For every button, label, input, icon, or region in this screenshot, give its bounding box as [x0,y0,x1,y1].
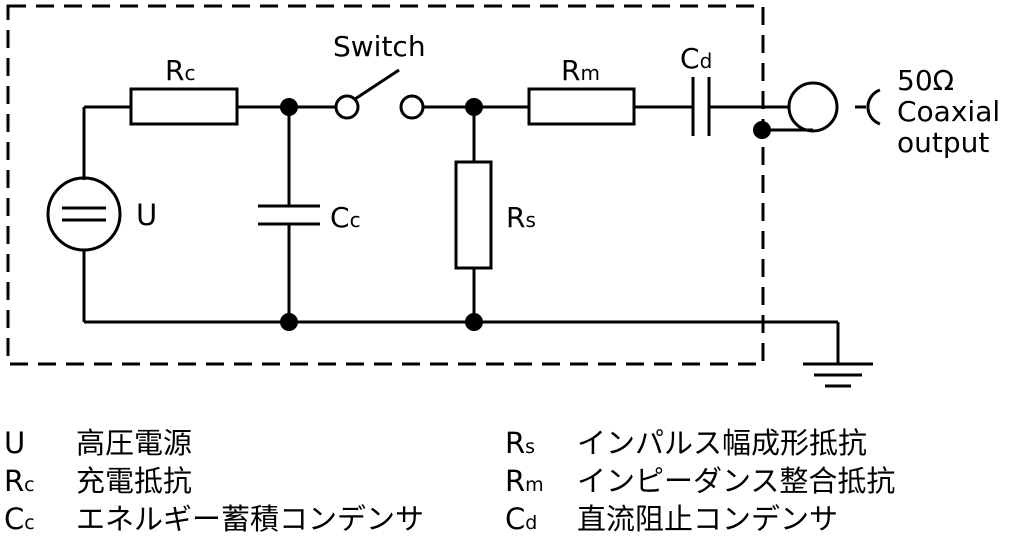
legend-row: Cd 直流阻止コンデンサ [505,502,895,540]
legend-description: インパルス幅成形抵抗 [577,426,868,460]
legend-description: インピーダンス整合抵抗 [577,464,896,498]
legend-symbol: Rc [4,464,35,498]
legend-symbol: Rm [505,464,544,498]
switch-contact-left [334,94,360,120]
coaxial-outer-arc [866,88,881,126]
legend-description: 充電抵抗 [76,464,193,498]
label-output-line3: output [897,126,989,159]
circuit-diagram: Rc Switch Rm Cd U Cc Rs 50Ω Coaxial outp… [6,4,1000,388]
legend-description: 直流阻止コンデンサ [577,502,839,536]
label-cd: Cd [680,42,712,75]
resistor-rm [527,87,636,126]
switch-contact-right [399,94,425,120]
label-rs: Rs [506,201,536,234]
legend-description: エネルギー蓄積コンデンサ [76,502,425,536]
label-u: U [136,198,157,232]
legend-description: 高圧電源 [76,426,193,460]
label-switch: Switch [333,30,426,63]
junction-dot [753,121,771,139]
voltage-source-u [46,176,122,252]
legend-symbol: Cc [4,502,35,536]
switch-blade [354,68,400,101]
label-cc: Cc [330,201,361,234]
legend-row: Rs インパルス幅成形抵抗 [505,426,895,464]
coaxial-connector [787,81,839,133]
label-rm: Rm [561,54,600,87]
legend-left: U 高圧電源 Rc 充電抵抗 Cc エネルギー蓄積コンデンサ [4,426,424,540]
resistor-rs [454,160,493,270]
resistor-rc [129,87,239,126]
junction-dot [465,313,483,331]
junction-dot [465,98,483,116]
junction-dot [280,98,298,116]
legend-right: Rs インパルス幅成形抵抗 Rm インピーダンス整合抵抗 Cd 直流阻止コンデン… [505,426,895,540]
label-rc: Rc [165,54,195,87]
enclosure-box [6,4,765,366]
legend-symbol: Cd [505,502,538,536]
legend-symbol: Rs [505,426,536,460]
junction-dot [280,313,298,331]
label-output-line1: 50Ω [897,64,954,97]
legend-row: Rc 充電抵抗 [4,464,424,502]
label-output-line2: Coaxial [897,95,1000,128]
legend-symbol: U [4,426,26,460]
legend-row: Rm インピーダンス整合抵抗 [505,464,895,502]
legend-row: U 高圧電源 [4,426,424,464]
legend-row: Cc エネルギー蓄積コンデンサ [4,502,424,540]
